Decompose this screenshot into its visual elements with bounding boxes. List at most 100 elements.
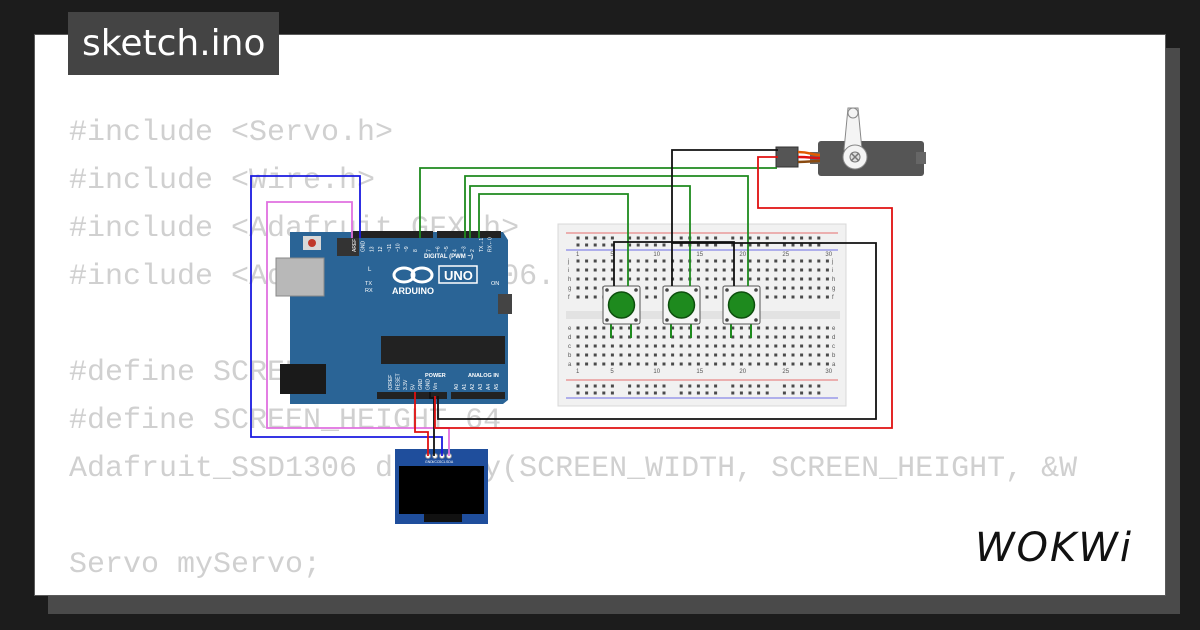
digital-pin-label: 8 bbox=[413, 249, 419, 252]
column-number: 30 bbox=[825, 252, 832, 258]
row-letter: h bbox=[832, 277, 835, 283]
row-letter: d bbox=[568, 335, 571, 341]
row-letter: d bbox=[832, 335, 835, 341]
digital-pin-label: GND bbox=[361, 241, 367, 253]
digital-pin-label: 13 bbox=[369, 246, 375, 252]
row-letter: h bbox=[568, 277, 571, 283]
column-number: 1 bbox=[576, 369, 580, 375]
wire-button-ground bbox=[613, 241, 735, 286]
code-line: Adafruit_SSD1306 display(SCREEN_WIDTH, S… bbox=[69, 452, 1078, 486]
power-pin-label: 3.3V bbox=[403, 379, 409, 390]
oled-pin-label: SCL bbox=[439, 460, 446, 464]
row-letter: a bbox=[568, 362, 572, 368]
row-letter: g bbox=[832, 286, 835, 292]
digital-pin-label: TX→1 bbox=[479, 238, 485, 252]
model-label: UNO bbox=[444, 268, 473, 283]
oled-pin-label: GND bbox=[425, 460, 433, 464]
column-number: 30 bbox=[825, 369, 832, 375]
brand-label: ARDUINO bbox=[392, 286, 434, 296]
wokwi-logo: WOKWi bbox=[975, 525, 1133, 571]
wire-servo-ground bbox=[437, 149, 877, 420]
code-line: #include <Servo.h> bbox=[69, 116, 394, 150]
wires bbox=[250, 149, 893, 456]
digital-pin-label: ~11 bbox=[387, 244, 393, 252]
column-number: 10 bbox=[653, 252, 660, 258]
row-letter: e bbox=[568, 326, 572, 332]
row-letter: b bbox=[568, 353, 572, 359]
row-letter: a bbox=[832, 362, 836, 368]
row-letter: g bbox=[568, 286, 571, 292]
power-pin-label: 5V bbox=[411, 383, 417, 390]
column-number: 10 bbox=[653, 369, 660, 375]
push-button bbox=[662, 285, 701, 338]
column-number: 20 bbox=[739, 369, 746, 375]
analog-pin-label: A0 bbox=[454, 384, 460, 390]
digital-pin-label: 7 bbox=[427, 249, 433, 252]
digital-pin-label: 4 bbox=[453, 249, 459, 252]
digital-pin-label: ~6 bbox=[435, 246, 441, 252]
analog-pin-label: A2 bbox=[470, 384, 476, 390]
row-letter: c bbox=[568, 344, 571, 350]
row-letter: i bbox=[832, 268, 833, 274]
wire-servo-signal bbox=[419, 167, 777, 238]
row-letter: j bbox=[831, 259, 833, 265]
wire-oled-vcc bbox=[414, 392, 429, 456]
power-pin-label: RESET bbox=[396, 373, 402, 390]
wire-button-3 bbox=[478, 193, 629, 286]
row-letter: i bbox=[568, 268, 569, 274]
digital-pin-label: 2 bbox=[470, 249, 476, 252]
led-label-tx: TX bbox=[365, 281, 372, 287]
power-pin-label: GND bbox=[418, 379, 424, 391]
digital-header: DIGITAL (PWM ~) bbox=[424, 254, 473, 260]
servo-motor bbox=[775, 107, 926, 176]
digital-pin-label: ~3 bbox=[461, 246, 467, 252]
column-number: 5 bbox=[610, 369, 614, 375]
power-pin-label: Vin bbox=[433, 383, 439, 390]
row-letter: b bbox=[832, 353, 836, 359]
digital-pin-label: ~10 bbox=[396, 243, 402, 252]
column-number: 1 bbox=[576, 252, 580, 258]
oled-pin-label: VCC bbox=[432, 460, 440, 464]
push-button bbox=[602, 285, 641, 338]
wire-scl bbox=[250, 175, 443, 456]
analog-pin-label: A1 bbox=[462, 384, 468, 390]
digital-pin-label: AREF bbox=[352, 239, 358, 252]
code-line: #define SCREEN_HEIGHT 64 bbox=[69, 404, 502, 438]
code-line: #include <Wire.h> bbox=[69, 164, 376, 198]
digital-pin-label: RX←0 bbox=[488, 237, 494, 252]
row-letter: e bbox=[832, 326, 836, 332]
row-letter: c bbox=[832, 344, 835, 350]
file-tab[interactable]: sketch.ino bbox=[68, 12, 280, 75]
analog-header: ANALOG IN bbox=[468, 373, 499, 379]
row-letter: j bbox=[567, 259, 569, 265]
column-number: 5 bbox=[610, 252, 614, 258]
power-pin-label: GND bbox=[426, 379, 432, 391]
led-label-l: L bbox=[368, 267, 372, 273]
column-number: 20 bbox=[739, 252, 746, 258]
column-number: 25 bbox=[782, 369, 789, 375]
digital-pin-label: ~9 bbox=[404, 246, 410, 252]
arduino-logo bbox=[392, 265, 478, 284]
column-number: 25 bbox=[782, 252, 789, 258]
column-number: 15 bbox=[696, 369, 703, 375]
analog-pin-label: A4 bbox=[486, 384, 492, 390]
code-line: Servo myServo; bbox=[69, 548, 322, 582]
wire-button-2 bbox=[469, 185, 691, 286]
row-letter: f bbox=[832, 295, 834, 301]
oled-pin-label: SDA bbox=[446, 460, 454, 464]
power-pin-label: IOREF bbox=[388, 375, 394, 390]
push-button bbox=[722, 285, 761, 338]
analog-pin-label: A5 bbox=[494, 384, 500, 390]
power-header: POWER bbox=[425, 373, 446, 379]
digital-pin-label: 12 bbox=[378, 246, 384, 252]
wire-servo-power bbox=[434, 156, 893, 429]
row-letter: f bbox=[568, 295, 570, 301]
led-label-on: ON bbox=[491, 281, 499, 287]
